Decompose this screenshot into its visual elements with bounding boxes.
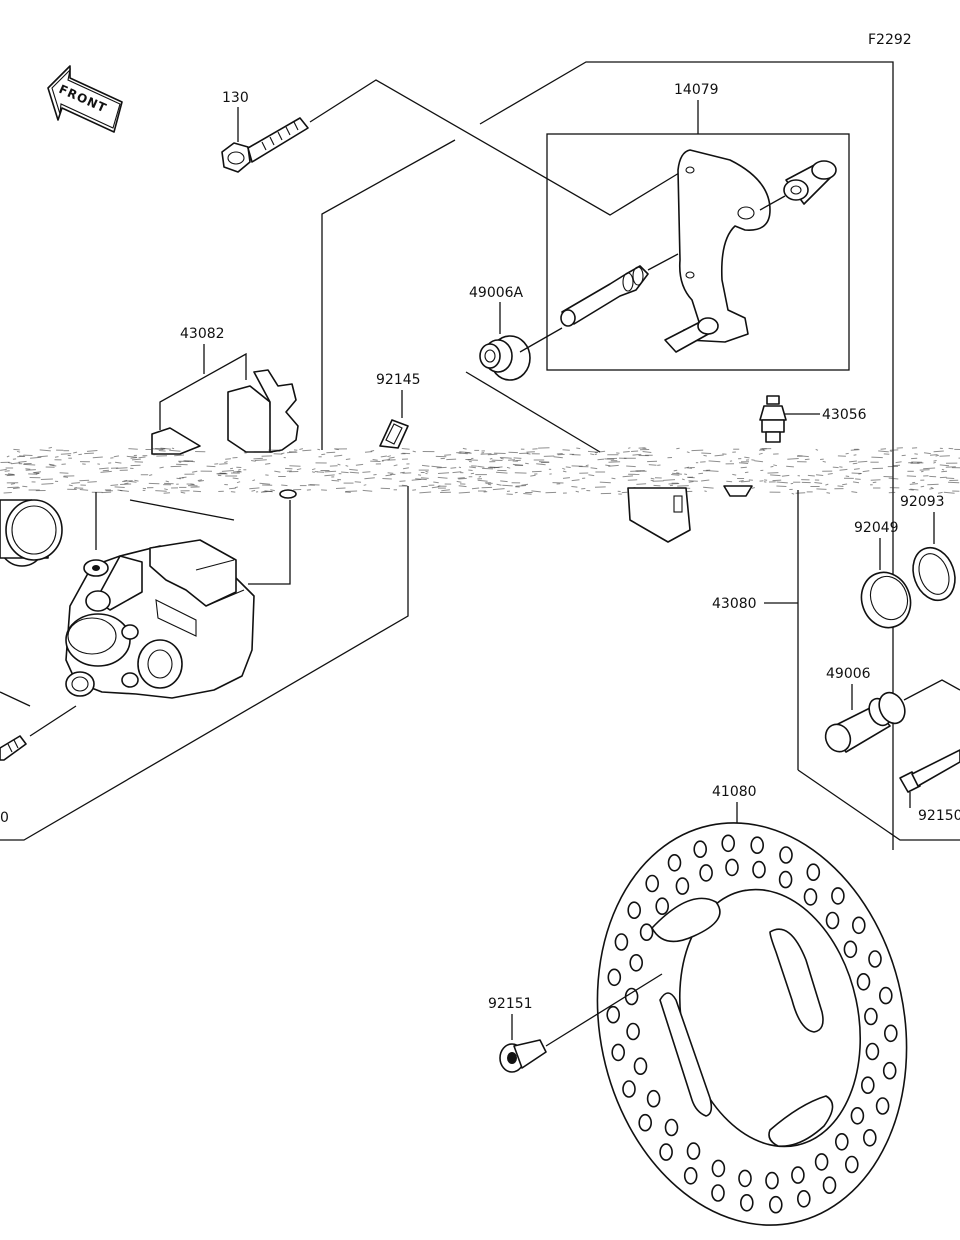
caliper-body [65, 539, 255, 699]
pad-spring-92145 [379, 419, 409, 449]
label-92145: 92145 [376, 372, 421, 388]
caliper-piston [0, 499, 63, 567]
disc-bolt-92151 [499, 1039, 547, 1073]
label-49006A: 49006A [469, 285, 524, 301]
label-92150: 92150 [918, 808, 960, 824]
slide-pin-left [0, 735, 27, 761]
label-cut-left: 0 [0, 810, 9, 826]
front-arrow-icon: FRONT [47, 65, 123, 133]
label-130: 130 [222, 90, 249, 106]
label-92049: 92049 [854, 520, 899, 536]
bushing-sleeve [783, 160, 837, 205]
label-41080: 41080 [712, 784, 757, 800]
bolt-92150 [899, 749, 960, 793]
label-43080: 43080 [712, 596, 757, 612]
brake-pad [151, 369, 299, 455]
label-92151: 92151 [488, 996, 533, 1012]
diagram-code: F2292 [868, 32, 912, 48]
label-92093: 92093 [900, 494, 945, 510]
bolt-130: 130 [221, 90, 309, 173]
slide-pin [560, 265, 649, 327]
label-14079: 14079 [674, 82, 719, 98]
pin-boot-49006A [479, 335, 531, 381]
dust-seal-92093 [912, 546, 956, 602]
bracket-tab-lower [627, 487, 691, 543]
pin-boot-49006 [824, 691, 906, 753]
scan-noise-band [0, 446, 960, 495]
bracket-group-box [546, 133, 850, 371]
label-49006: 49006 [826, 666, 871, 682]
piston-seal-92049 [860, 571, 912, 629]
caliper-bracket [664, 149, 771, 353]
disc-holes [606, 834, 898, 1214]
label-43082: 43082 [180, 326, 225, 342]
brake-disc-41080 [596, 822, 908, 1226]
label-43056: 43056 [822, 407, 867, 423]
bleeder-valve-43056 [759, 395, 787, 443]
